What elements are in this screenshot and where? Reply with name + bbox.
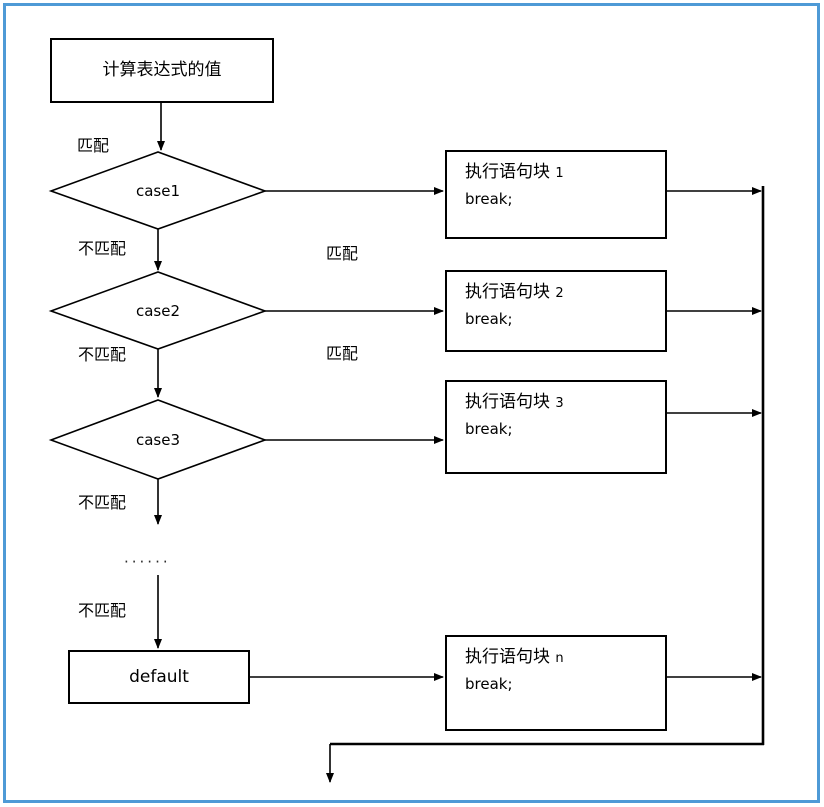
action-block-1: 执行语句块 1 break; — [445, 150, 667, 239]
action-block-1-title: 执行语句块 — [465, 162, 550, 182]
start-node: 计算表达式的值 — [50, 38, 274, 103]
edge-label-case2-nomatch: 不匹配 — [78, 345, 127, 364]
action-block-3: 执行语句块 3 break; — [445, 380, 667, 474]
default-node: default — [68, 650, 250, 704]
edge-label-case1-nomatch: 不匹配 — [78, 239, 127, 258]
action-block-n-title: 执行语句块 — [465, 647, 550, 667]
action-block-2-title: 执行语句块 — [465, 282, 550, 302]
default-node-label: default — [129, 667, 189, 687]
action-block-3-statement: break; — [465, 419, 513, 438]
action-block-n-statement: break; — [465, 674, 513, 693]
decision-case2-label: case2 — [135, 302, 181, 320]
action-block-2-index: 2 — [555, 286, 564, 301]
start-node-label: 计算表达式的值 — [102, 60, 222, 81]
edge-label-case3-nomatch: 不匹配 — [78, 493, 127, 512]
action-block-2: 执行语句块 2 break; — [445, 270, 667, 352]
decision-case1-label: case1 — [135, 182, 181, 200]
ellipsis-marker: ······ — [124, 553, 171, 571]
action-block-3-title-row: 执行语句块 3 — [465, 391, 665, 414]
action-block-1-title-row: 执行语句块 1 — [465, 161, 665, 184]
action-block-3-title: 执行语句块 — [465, 392, 550, 412]
action-block-2-title-row: 执行语句块 2 — [465, 281, 665, 304]
decision-case3-label: case3 — [135, 431, 181, 449]
action-block-2-statement: break; — [465, 309, 513, 328]
edge-label-case2-match: 匹配 — [326, 244, 359, 263]
edge-label-case1-match: 匹配 — [77, 136, 110, 155]
edge-label-default-nomatch: 不匹配 — [78, 601, 127, 620]
action-block-1-index: 1 — [555, 166, 564, 181]
action-block-n: 执行语句块 n break; — [445, 635, 667, 731]
edge-label-case3-match: 匹配 — [326, 344, 359, 363]
action-block-1-statement: break; — [465, 189, 513, 208]
action-block-3-index: 3 — [555, 396, 564, 411]
action-block-n-index: n — [555, 651, 564, 666]
action-block-n-title-row: 执行语句块 n — [465, 646, 665, 669]
